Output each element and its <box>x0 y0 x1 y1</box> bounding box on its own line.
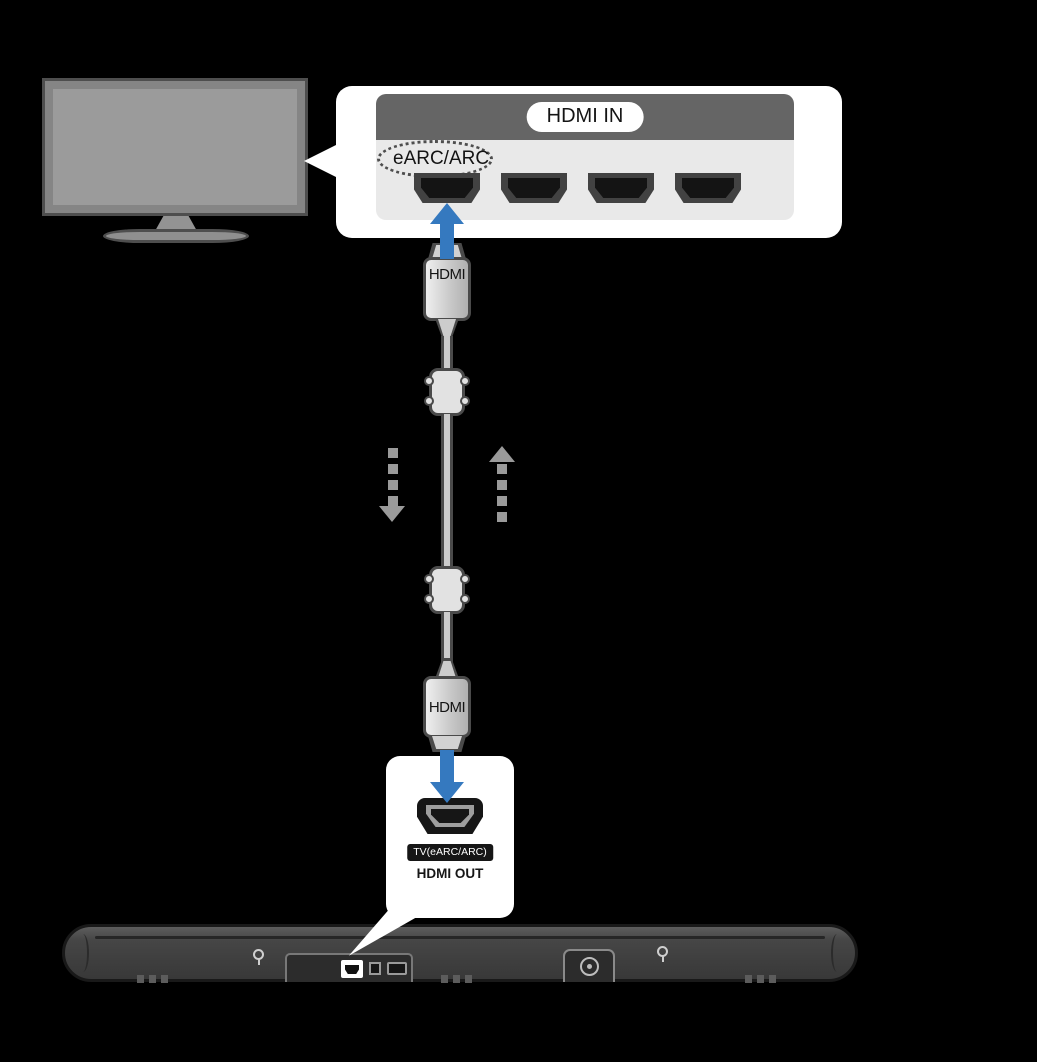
soundbar-foot-left <box>137 975 173 983</box>
hdmi-out-label: HDMI OUT <box>416 866 484 881</box>
soundbar-hdmi-out-port <box>345 965 359 974</box>
hdmi-in-port-4-icon <box>675 173 741 203</box>
tv-screen <box>53 89 297 205</box>
tv-earc-arc-label: TV(eARC/ARC) <box>407 844 493 861</box>
hdmi-connector-top: HDMI <box>423 257 471 321</box>
soundbar-foot-right <box>745 975 781 983</box>
dashed-arrow-down <box>388 448 398 508</box>
tv-callout-pointer <box>304 143 340 179</box>
dashed-arrow-down-head-icon <box>379 506 405 522</box>
dashed-arrow-up-head-icon <box>489 446 515 462</box>
tv-stand-neck <box>155 216 197 231</box>
cable-tie-1 <box>424 368 470 416</box>
hdmi-in-header: HDMI IN <box>376 94 794 140</box>
tv-stand-base <box>103 229 249 243</box>
soundbar-hdmi-out-port-highlight <box>341 960 363 978</box>
soundbar-right-end-seam <box>831 934 843 972</box>
soundbar-foot-center <box>441 975 477 983</box>
hdmi-connector-bottom: HDMI <box>423 676 471 738</box>
dashed-arrow-up <box>497 464 507 526</box>
hdmi-connector-bottom-label: HDMI <box>428 698 466 716</box>
tv-illustration <box>42 78 308 216</box>
hdmi-in-port-1-earc-icon <box>414 173 480 203</box>
hdmi-in-block: HDMI IN eARC/ARC <box>376 94 794 220</box>
hdmi-in-label: HDMI IN <box>526 102 644 132</box>
tv-hdmi-in-callout-panel: HDMI IN eARC/ARC <box>336 86 842 238</box>
earc-arc-label: eARC/ARC <box>393 148 490 169</box>
wall-mount-hole-right <box>657 946 668 962</box>
cable-tie-2 <box>424 566 470 614</box>
insert-arrow-up-icon <box>430 203 464 224</box>
hdmi-cable-segment-3 <box>441 612 453 662</box>
hdmi-cable-segment-1 <box>441 336 453 370</box>
hdmi-cable-segment-2 <box>441 414 453 568</box>
soundbar-left-end-seam <box>77 934 89 972</box>
soundbar-aux-port <box>369 962 381 975</box>
wall-mount-hole-left <box>253 949 264 965</box>
soundbar-power-inlet <box>563 949 615 982</box>
power-inlet-icon <box>579 957 599 976</box>
hdmi-connector-top-label: HDMI <box>428 266 466 283</box>
hdmi-out-port-icon <box>417 798 483 834</box>
insert-arrow-down-icon <box>440 750 454 784</box>
soundbar-illustration <box>62 924 858 982</box>
hdmi-in-port-3-icon <box>588 173 654 203</box>
hdmi-in-port-2-icon <box>501 173 567 203</box>
soundbar-usb-port <box>387 962 407 975</box>
soundbar-top-seam <box>95 936 825 939</box>
soundbar-connection-panel <box>285 953 413 982</box>
